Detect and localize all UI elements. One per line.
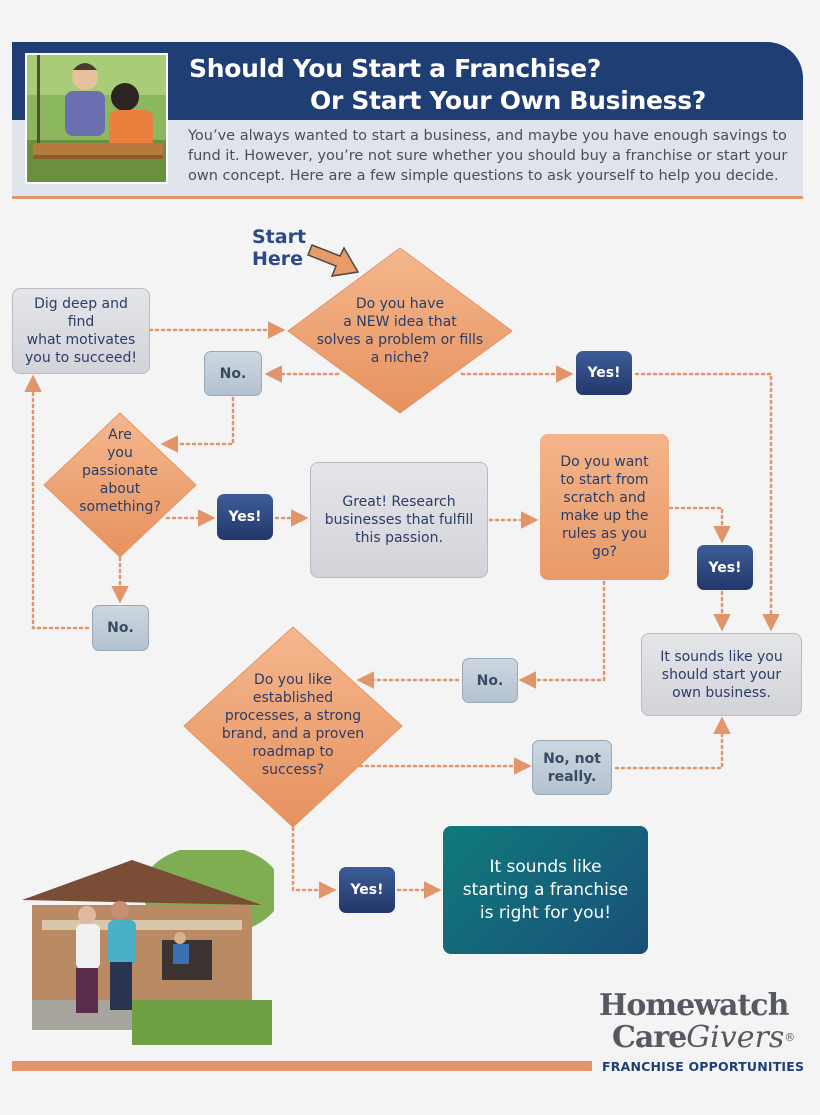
text-line: success? — [261, 762, 325, 778]
question-established: Do you like established processes, a str… — [195, 669, 391, 781]
yes-chip-4: Yes! — [339, 867, 395, 913]
question-scratch-box: Do you want to start from scratch and ma… — [540, 434, 669, 580]
no-chip-3: No. — [462, 658, 518, 703]
page-title-line2: Or Start Your Own Business? — [310, 86, 706, 115]
logo-franchise-opportunities: FRANCHISE OPPORTUNITIES — [602, 1059, 805, 1074]
couple-porch-swing-photo — [25, 53, 168, 184]
text-line: passionate — [81, 463, 159, 479]
text-line: make up the — [560, 508, 649, 524]
text-line: scratch and — [563, 490, 646, 506]
text-line: should start your — [661, 666, 782, 683]
yes-chip-1: Yes! — [576, 351, 632, 395]
text-line: something? — [79, 499, 161, 515]
logo-caregivers: CareGivers® — [612, 1022, 795, 1054]
connector-yes-to-own — [634, 372, 780, 632]
yes-chip-3: Yes! — [697, 545, 753, 590]
text-line: Dig deep and find — [34, 296, 128, 330]
text-line: to start from — [560, 472, 649, 488]
text-line: starting a franchise — [462, 879, 629, 900]
text-line: roadmap to — [252, 744, 334, 760]
question-passionate: Are you passionate about something? — [60, 425, 180, 517]
logo-homewatch: Homewatch — [599, 988, 789, 1023]
diamond-passionate — [43, 412, 197, 558]
connector-nonot-to-own — [614, 716, 731, 770]
text-line: processes, a strong — [224, 708, 362, 724]
yes-chip-2: Yes! — [217, 494, 273, 540]
franchise-result-box: It sounds like starting a franchise is r… — [443, 826, 648, 954]
start-here-line: Start — [252, 226, 307, 248]
text-line: Do you like — [254, 672, 332, 688]
text-line: businesses that fulfill — [324, 512, 474, 528]
own-business-box: It sounds like you should start your own… — [641, 633, 802, 716]
intro-line: own concept. Here are a few simple quest… — [188, 168, 779, 184]
text-line: a NEW idea that — [343, 314, 457, 330]
logo-care: Care — [612, 1020, 687, 1055]
connector-established-to-yes — [291, 826, 337, 899]
start-here-line: Here — [252, 248, 304, 270]
text-line: solves a problem or fills — [316, 332, 484, 348]
text-line: Are — [108, 427, 132, 443]
text-line: really. — [547, 768, 597, 785]
text-line: is right for you! — [479, 902, 612, 923]
text-line: brand, and a proven — [221, 726, 365, 742]
text-line: what motivates — [26, 332, 136, 348]
text-line: established — [252, 690, 334, 706]
text-line: Do you want — [560, 454, 649, 470]
connector-scratch-to-no — [518, 580, 606, 689]
connector-no-to-dig — [24, 374, 90, 630]
text-line: a niche? — [370, 350, 430, 366]
no-chip-1: No. — [204, 351, 262, 396]
text-line: you to succeed! — [25, 350, 137, 366]
text-line: It sounds like you — [660, 648, 783, 665]
dig-deep-box: Dig deep and find what motivates you to … — [12, 288, 150, 374]
header-divider — [12, 196, 803, 199]
text-line: you — [107, 445, 133, 461]
start-here-label: Start Here — [252, 226, 306, 270]
no-not-really-chip: No, not really. — [532, 740, 612, 795]
text-line: No, not — [543, 750, 601, 767]
logo-registered: ® — [784, 1031, 796, 1044]
start-arrow-icon — [307, 244, 360, 277]
connector-no-to-passion — [160, 396, 235, 453]
intro-text: You’ve always wanted to start a business… — [188, 126, 788, 186]
text-line: Great! Research — [342, 494, 456, 510]
logo-givers: Givers — [686, 1020, 785, 1055]
research-box: Great! Research businesses that fulfill … — [310, 462, 488, 578]
text-line: rules as you go? — [562, 526, 647, 560]
page-title-line1: Should You Start a Franchise? — [189, 54, 602, 83]
house-caregiver-photo — [12, 850, 274, 1045]
text-line: own business. — [672, 684, 771, 701]
connector-scratch-to-yes — [668, 506, 731, 544]
text-line: Do you have — [355, 296, 445, 312]
intro-line: You’ve always wanted to start a business… — [188, 128, 787, 144]
text-line: It sounds like — [489, 856, 602, 877]
text-line: about — [99, 481, 141, 497]
text-line: this passion. — [355, 530, 443, 546]
footer-divider — [12, 1061, 592, 1071]
question-new-idea: Do you have a NEW idea that solves a pro… — [300, 287, 500, 375]
intro-line: fund it. However, you’re not sure whethe… — [188, 148, 788, 164]
diamond-new-idea — [287, 247, 513, 414]
diamond-established — [183, 626, 403, 828]
no-chip-2: No. — [92, 605, 149, 651]
